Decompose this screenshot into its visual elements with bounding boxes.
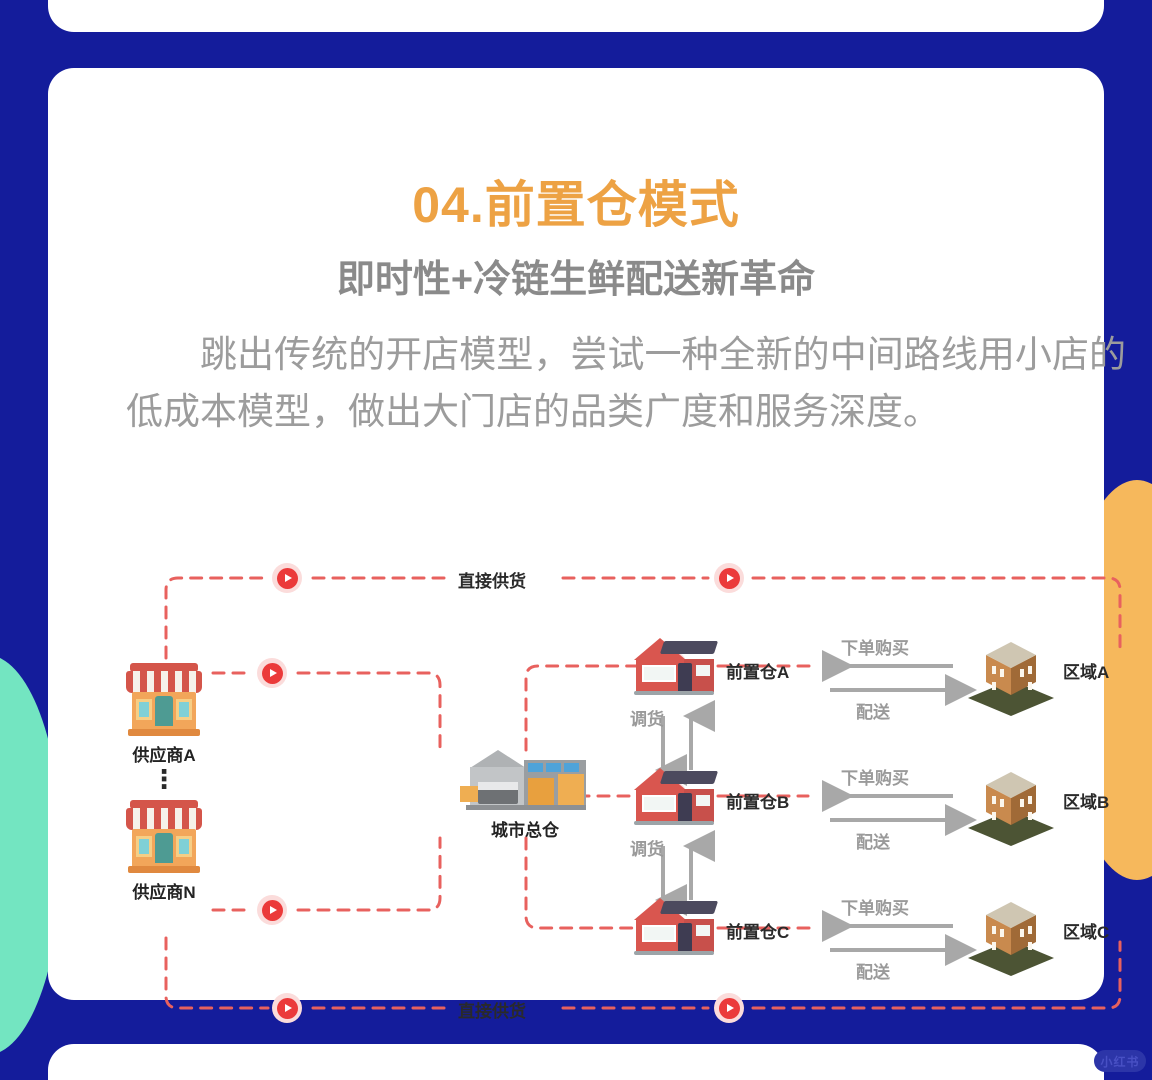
delivery-label-a: 配送: [856, 703, 890, 722]
region-b-label: 区域B: [1063, 793, 1110, 812]
flow-marker-icon: [714, 993, 744, 1023]
warehouse-icon: [460, 750, 590, 812]
card-below: [48, 1044, 1104, 1080]
node-forward-warehouse-c: [632, 898, 719, 958]
watermark-badge: 小红书: [1094, 1050, 1146, 1072]
node-region-c: [968, 894, 1054, 980]
forward-warehouse-a-label: 前置仓A: [726, 663, 790, 682]
house-icon: [632, 768, 719, 828]
flow-marker-icon: [257, 895, 287, 925]
supplier-ellipsis: ⋮: [151, 764, 177, 794]
page-subtitle: 即时性+冷链生鲜配送新革命: [336, 259, 816, 301]
store-icon: [126, 800, 202, 874]
flow-marker-icon: [257, 658, 287, 688]
supplier-a-label: 供应商A: [132, 746, 196, 765]
dashed-flow-paths: [164, 576, 1122, 1010]
house-icon: [632, 638, 719, 698]
main-content-card: 04.前置仓模式 即时性+冷链生鲜配送新革命 跳出传统的开店模型，尝试一种全新的…: [48, 68, 1126, 1023]
direct-supply-label-top: 直接供货: [458, 572, 526, 591]
order-label-c: 下单购买: [841, 899, 909, 918]
transfer-label-bc: 调货: [630, 840, 664, 859]
delivery-label-b: 配送: [856, 833, 890, 852]
house-icon: [632, 898, 719, 958]
forward-warehouse-b-label: 前置仓B: [726, 793, 790, 812]
node-region-b: [968, 764, 1054, 850]
node-city-hub: 城市总仓: [460, 750, 590, 841]
supply-chain-diagram: 直接供货 直接供货 供应商A ⋮ 供应商N: [108, 538, 1148, 1048]
forward-warehouse-c-label: 前置仓C: [726, 923, 790, 942]
card-above: [48, 0, 1104, 32]
node-forward-warehouse-b: [632, 768, 719, 828]
node-supplier-a: 供应商A: [126, 663, 202, 766]
node-forward-warehouse-a: [632, 638, 719, 698]
node-supplier-n: 供应商N: [126, 800, 202, 903]
node-region-a: [968, 634, 1054, 720]
delivery-label-c: 配送: [856, 963, 890, 982]
building-icon: [968, 764, 1054, 850]
supplier-n-label: 供应商N: [132, 883, 196, 902]
page-title: 04.前置仓模式: [412, 177, 740, 233]
order-label-a: 下单购买: [841, 639, 909, 658]
region-c-label: 区域C: [1063, 923, 1110, 942]
city-hub-label: 城市总仓: [491, 821, 559, 840]
store-icon: [126, 663, 202, 737]
flow-marker-icon: [714, 563, 744, 593]
transfer-label-ab: 调货: [630, 710, 664, 729]
order-label-b: 下单购买: [841, 769, 909, 788]
building-icon: [968, 634, 1054, 720]
building-icon: [968, 894, 1054, 980]
region-a-label: 区域A: [1063, 663, 1110, 682]
flow-marker-icon: [272, 563, 302, 593]
gray-flow-arrows: [655, 650, 977, 966]
flow-marker-icon: [272, 993, 302, 1023]
direct-supply-label-bottom: 直接供货: [458, 1002, 526, 1021]
body-paragraph: 跳出传统的开店模型，尝试一种全新的中间路线用小店的低成本模型，做出大门店的品类广…: [126, 334, 1126, 433]
